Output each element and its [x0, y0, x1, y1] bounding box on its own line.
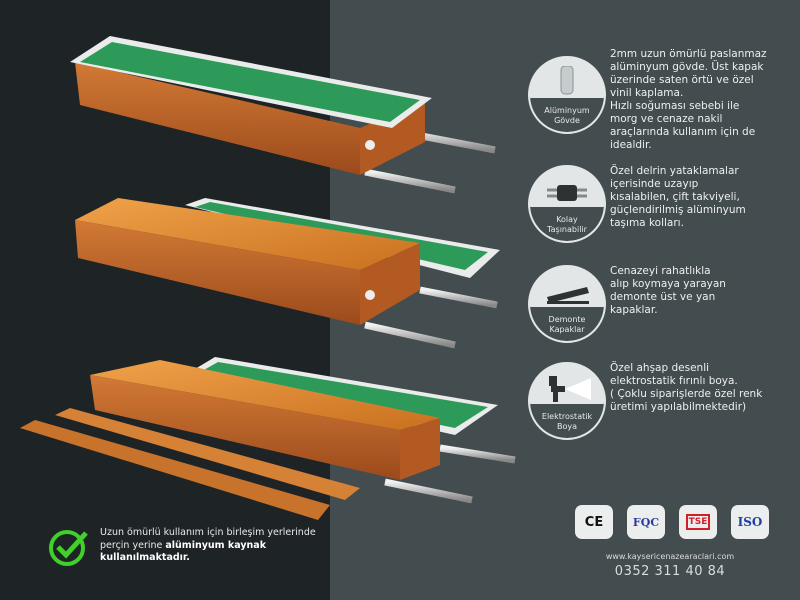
closed-coffin	[70, 36, 496, 194]
check-icon	[49, 530, 88, 566]
side-panel	[20, 420, 330, 520]
lid-icon	[547, 287, 589, 304]
spray-gun-icon	[549, 376, 591, 404]
aluminum-badge: Alüminyum Gövde	[528, 56, 606, 134]
carry-handle	[419, 286, 498, 309]
aluminum-tube-icon	[560, 66, 574, 95]
badge-label: Elektrostatik Boya	[541, 412, 593, 431]
tse-logo: TSE	[679, 505, 717, 539]
feature-text: Özel delrin yataklamalar içerisinde uzay…	[610, 165, 746, 229]
open-coffin	[75, 198, 500, 349]
lids-badge: Demonte Kapaklar	[528, 265, 606, 343]
website[interactable]: www.kaysericenazearaclari.com	[605, 552, 735, 561]
carry-handle	[384, 478, 473, 504]
badge-label: Demonte Kapaklar	[548, 315, 586, 334]
handle-icon	[547, 185, 587, 201]
ce-logo: CE	[575, 505, 613, 539]
carry-badge: Kolay Taşınabilir	[528, 165, 606, 243]
paint-badge: Elektrostatik Boya	[528, 362, 606, 440]
badge-label: Alüminyum Gövde	[544, 106, 590, 125]
badge-label: Kolay Taşınabilir	[547, 215, 587, 234]
feature-text: Özel ahşap desenli elektrostatik fırınlı…	[610, 362, 763, 413]
iso-logo: ISO	[731, 505, 769, 539]
certifications: CE FQC TSE ISO	[575, 505, 769, 539]
feature-text: 2mm uzun ömürlü paslanmaz alüminyum gövd…	[610, 48, 767, 151]
phone-number: 0352 311 40 84	[614, 564, 726, 579]
carry-handle	[364, 321, 456, 349]
feature-text: Cenazeyi rahatlıkla alıp koymaya yarayan…	[610, 265, 726, 316]
fqc-logo: FQC	[627, 505, 665, 539]
disassembled-coffin	[20, 357, 516, 520]
side-panel	[55, 408, 360, 500]
welding-note: Uzun ömürlü kullanım için birleşim yerle…	[100, 527, 316, 563]
carry-handle	[364, 168, 456, 194]
carry-handle	[439, 444, 516, 464]
